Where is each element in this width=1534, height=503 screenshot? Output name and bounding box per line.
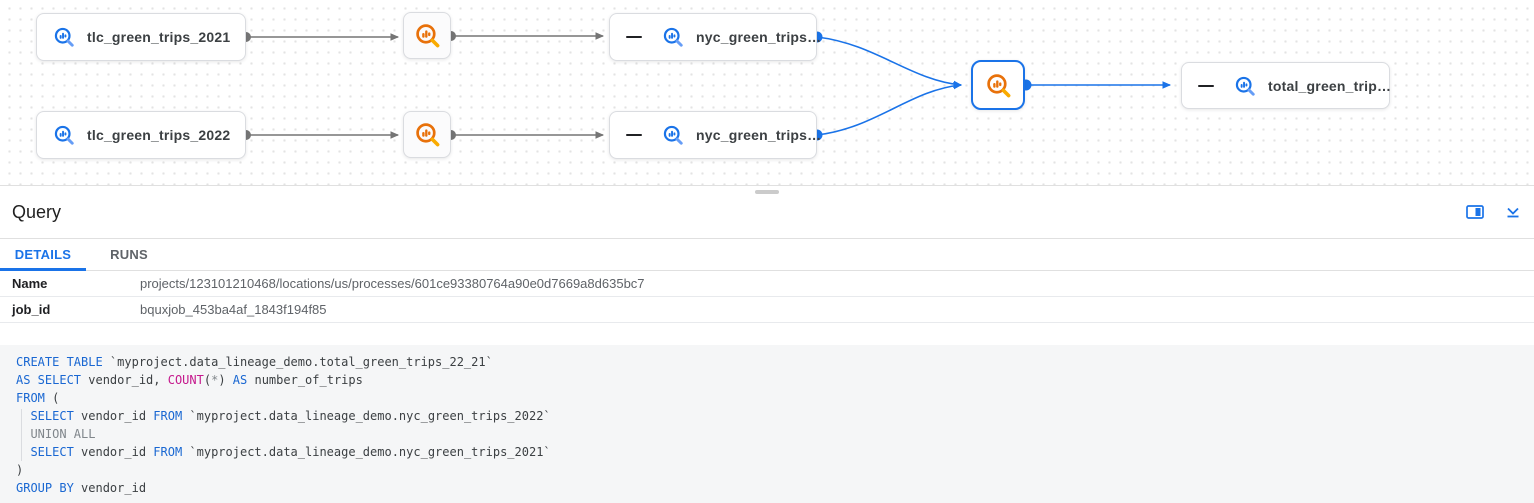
- node-nyc-green-trips-top[interactable]: nyc_green_trips…: [609, 13, 821, 61]
- collapse-chevron-icon: [1507, 207, 1519, 218]
- indent-guide: [21, 409, 22, 461]
- sql-code: CREATE TABLE `myproject.data_lineage_dem…: [16, 353, 1518, 497]
- node-label: tlc_green_trips_2021: [87, 29, 231, 45]
- sql-line: CREATE TABLE `myproject.data_lineage_dem…: [16, 355, 493, 369]
- sql-line: UNION ALL: [16, 427, 96, 441]
- tab-runs[interactable]: RUNS: [110, 247, 148, 262]
- collapse-panel-button[interactable]: [1502, 201, 1524, 223]
- node-tlc-green-trips-2021[interactable]: tlc_green_trips_2021: [36, 13, 246, 61]
- node-tlc-green-trips-2022[interactable]: tlc_green_trips_2022: [36, 111, 246, 159]
- bigquery-process-icon: [414, 22, 441, 49]
- process-node-1[interactable]: [403, 12, 451, 59]
- tab-details[interactable]: DETAILS: [0, 239, 86, 271]
- query-details-panel: Query DETAILS RUNS Name projects/1231012…: [0, 186, 1534, 503]
- panel-header: Query: [0, 186, 1534, 238]
- sql-code-block: CREATE TABLE `myproject.data_lineage_dem…: [0, 345, 1534, 503]
- node-label: nyc_green_trips…: [696, 29, 822, 45]
- detail-key: Name: [12, 276, 48, 291]
- sql-line: AS SELECT vendor_id, COUNT(*) AS number_…: [16, 373, 363, 387]
- process-node-selected-query[interactable]: [971, 60, 1025, 110]
- detail-value: projects/123101210468/locations/us/proce…: [140, 276, 645, 291]
- sql-line: SELECT vendor_id FROM `myproject.data_li…: [30, 445, 551, 459]
- detail-value: bquxjob_453ba4af_1843f194f85: [140, 302, 327, 317]
- node-nyc-green-trips-bottom[interactable]: nyc_green_trips…: [609, 111, 821, 159]
- sql-line: SELECT vendor_id FROM `myproject.data_li…: [30, 409, 551, 423]
- lineage-graph-canvas[interactable]: tlc_green_trips_2021 tlc_green_trips_202…: [0, 0, 1534, 186]
- sql-line: FROM (: [16, 391, 60, 405]
- bigquery-table-icon: [662, 124, 684, 146]
- collapse-minus-icon[interactable]: [626, 134, 642, 136]
- collapse-minus-icon[interactable]: [1198, 84, 1214, 87]
- detail-key: job_id: [12, 302, 51, 317]
- node-label: tlc_green_trips_2022: [87, 127, 231, 143]
- bigquery-table-icon: [662, 26, 684, 48]
- bigquery-table-icon: [53, 26, 75, 48]
- process-node-2[interactable]: [403, 111, 451, 158]
- node-label: total_green_trip…: [1268, 77, 1392, 94]
- sql-line: GROUP BY vendor_id: [16, 481, 147, 495]
- node-label: nyc_green_trips…: [696, 127, 822, 143]
- detail-row-job-id: job_id bquxjob_453ba4af_1843f194f85: [0, 297, 1534, 323]
- open-side-panel-button[interactable]: [1464, 201, 1486, 223]
- sql-line: ): [16, 463, 24, 477]
- bigquery-table-icon: [1234, 75, 1256, 97]
- panel-tabs: DETAILS RUNS: [0, 238, 1534, 271]
- side-panel-icon: [1466, 205, 1484, 219]
- panel-resize-handle[interactable]: [755, 190, 779, 194]
- collapse-minus-icon[interactable]: [626, 36, 642, 38]
- bigquery-process-icon: [985, 72, 1012, 99]
- detail-row-name: Name projects/123101210468/locations/us/…: [0, 271, 1534, 297]
- bigquery-process-icon: [414, 121, 441, 148]
- panel-header-actions: [1464, 201, 1524, 223]
- node-total-green-trips[interactable]: total_green_trip…: [1181, 62, 1392, 109]
- panel-title: Query: [12, 201, 62, 222]
- bigquery-table-icon: [53, 124, 75, 146]
